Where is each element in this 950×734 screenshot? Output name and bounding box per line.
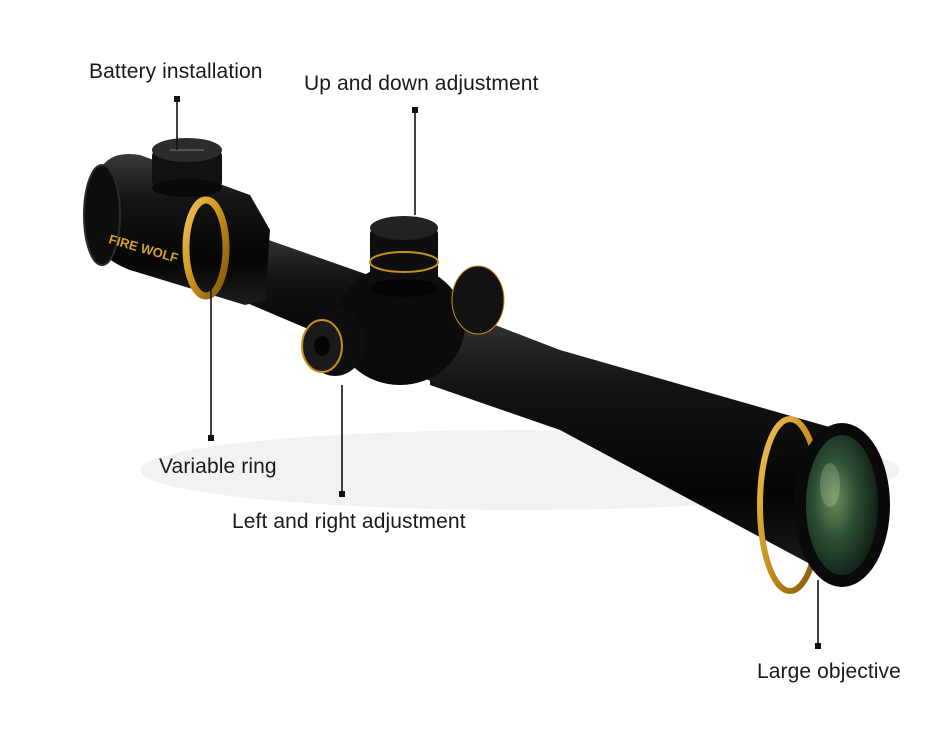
elevation-turret (369, 216, 439, 297)
leader-lines (176, 99, 819, 646)
marker-objective (815, 643, 821, 649)
marker-variable (208, 435, 214, 441)
callout-large-objective: Large objective (757, 660, 901, 683)
marker-windage (339, 491, 345, 497)
callout-variable-ring: Variable ring (159, 455, 277, 478)
turret-saddle (335, 265, 465, 385)
objective-bell (430, 300, 840, 580)
marker-elevation (412, 107, 418, 113)
leader-markers (174, 96, 821, 649)
objective-lens (806, 435, 878, 575)
callout-battery-installation: Battery installation (89, 60, 263, 83)
callout-left-right-adjustment: Left and right adjustment (232, 510, 466, 533)
windage-turret (301, 308, 365, 376)
side-knob (451, 265, 505, 335)
variable-ring (182, 196, 230, 300)
battery-turret (152, 138, 222, 197)
callout-up-down-adjustment: Up and down adjustment (304, 72, 539, 95)
eyepiece-end (83, 164, 121, 266)
marker-battery (174, 96, 180, 102)
lens-highlight (820, 463, 840, 507)
